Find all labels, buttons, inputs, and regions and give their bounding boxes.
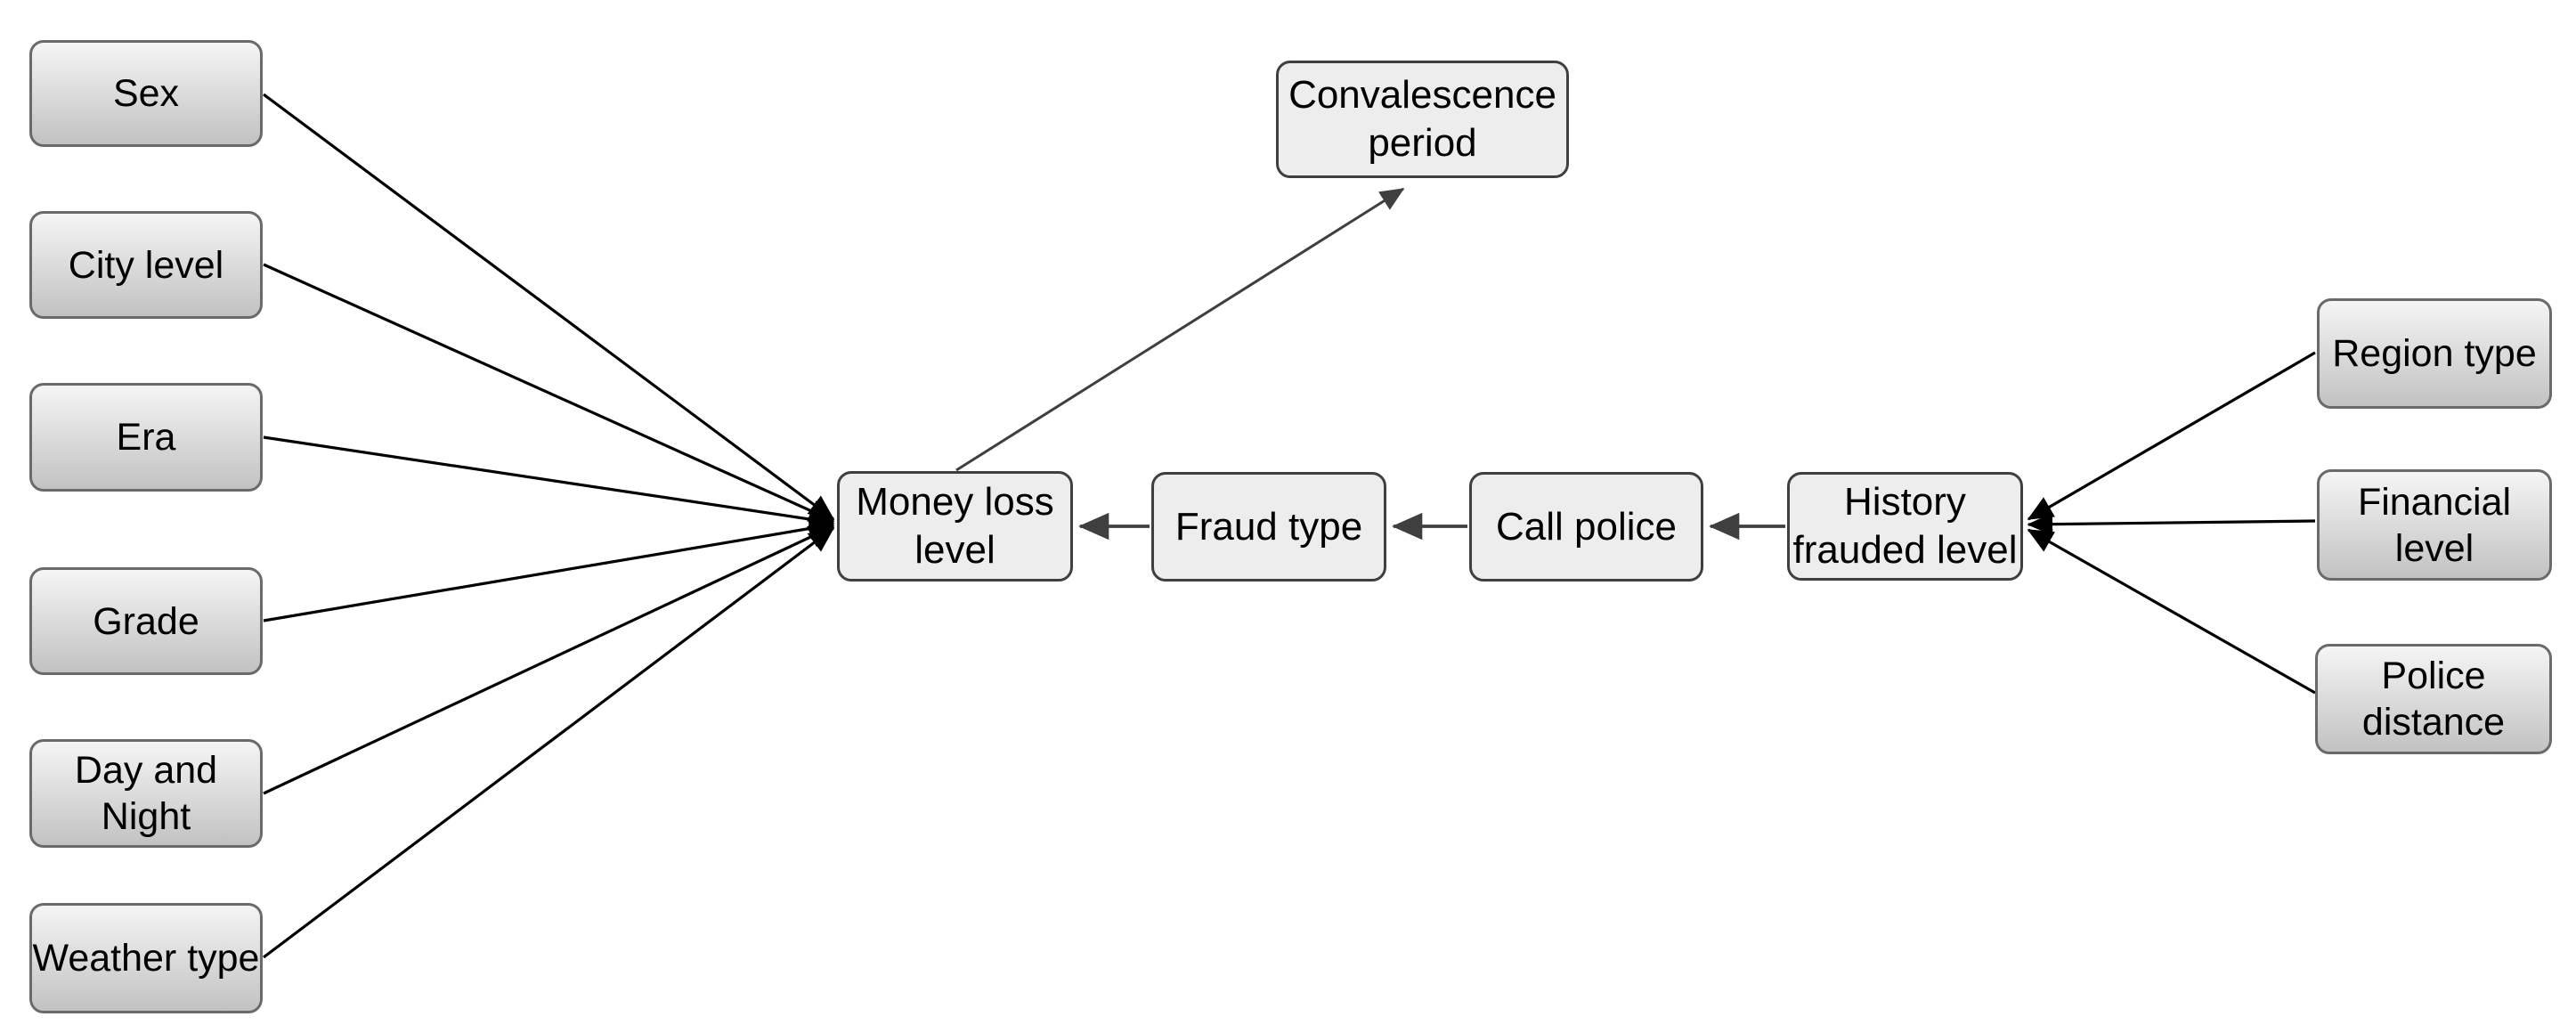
node-history-frauded-level: History frauded level xyxy=(1787,472,2023,581)
edge-police-distance-to-history-frauded-level xyxy=(2027,528,2316,695)
node-day-and-night: Day and Night xyxy=(29,739,263,848)
edge-region-type-to-history-frauded-level xyxy=(2027,351,2316,521)
node-fraud-type: Fraud type xyxy=(1151,472,1386,582)
edge-sex-to-money-loss-level xyxy=(263,93,835,521)
node-convalescence-period: Convalescence period xyxy=(1276,61,1569,178)
node-financial-level: Financial level xyxy=(2317,469,2552,581)
edge-era-to-money-loss-level xyxy=(263,435,835,531)
edge-grade-to-money-loss-level xyxy=(263,516,835,622)
node-grade: Grade xyxy=(29,567,263,675)
node-sex: Sex xyxy=(29,40,263,147)
edge-city-level-to-money-loss-level xyxy=(263,263,835,523)
edge-day-and-night-to-money-loss-level xyxy=(263,525,835,795)
node-region-type: Region type xyxy=(2317,298,2552,409)
node-city-level: City level xyxy=(29,211,263,319)
node-call-police: Call police xyxy=(1469,472,1703,582)
node-weather-type: Weather type xyxy=(29,903,263,1013)
node-money-loss-level: Money loss level xyxy=(837,471,1073,582)
node-era: Era xyxy=(29,383,263,492)
node-police-distance: Police distance xyxy=(2315,644,2552,754)
edge-money-loss-level-to-convalescence-period xyxy=(955,187,1405,472)
edge-weather-type-to-money-loss-level xyxy=(263,526,835,959)
edge-financial-level-to-history-frauded-level xyxy=(2027,512,2316,536)
